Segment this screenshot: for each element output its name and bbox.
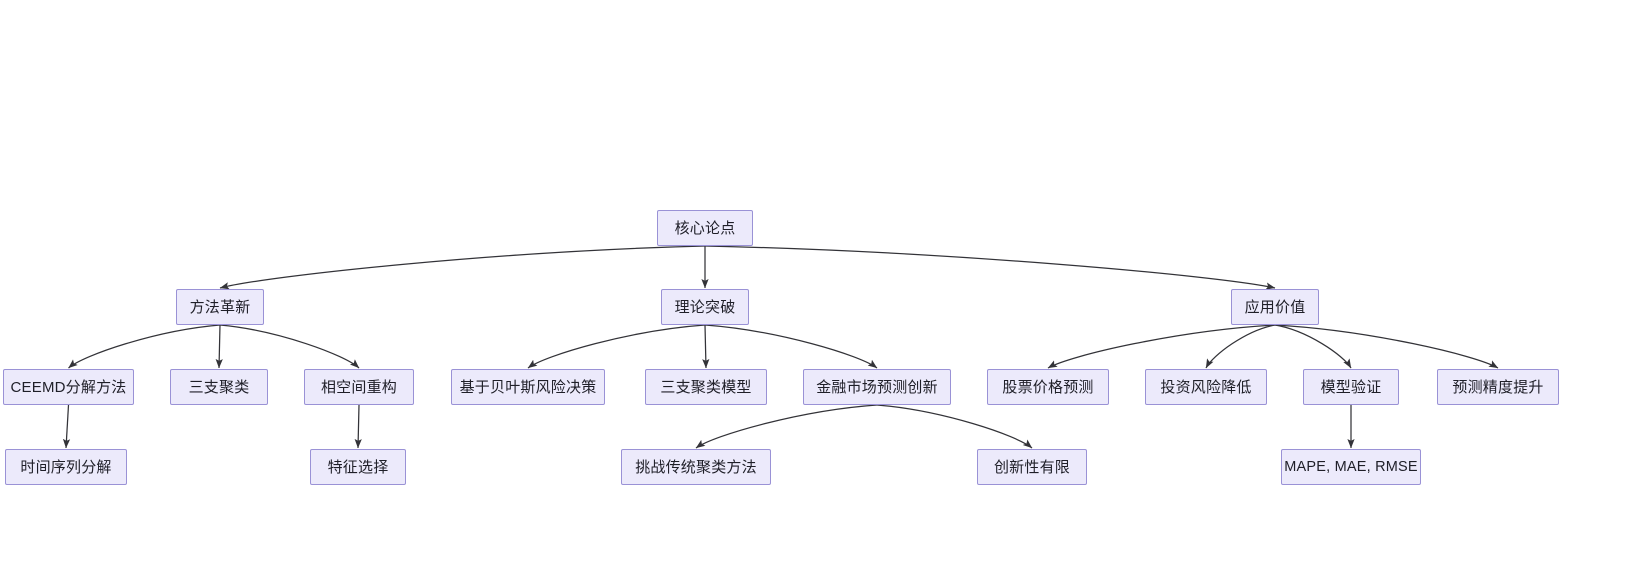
node-l2b[interactable]: 理论突破 bbox=[661, 289, 749, 325]
node-label: CEEMD分解方法 bbox=[10, 378, 127, 396]
node-label: 三支聚类 bbox=[188, 378, 250, 396]
node-label: 核心论点 bbox=[674, 219, 736, 237]
node-l3c3[interactable]: 模型验证 bbox=[1303, 369, 1399, 405]
edge-l2c-to-l3c4 bbox=[1274, 324, 1499, 369]
edge-l2a-to-l3a1 bbox=[68, 324, 221, 369]
node-l2a[interactable]: 方法革新 bbox=[176, 289, 264, 325]
edge-l2c-to-l3c3 bbox=[1274, 324, 1352, 369]
node-l3c2[interactable]: 投资风险降低 bbox=[1145, 369, 1267, 405]
node-label: 方法革新 bbox=[189, 298, 251, 316]
node-label: 特征选择 bbox=[327, 458, 389, 476]
edge-l2a-to-l3a2 bbox=[215, 324, 223, 369]
node-l3b2[interactable]: 三支聚类模型 bbox=[645, 369, 767, 405]
node-root[interactable]: 核心论点 bbox=[657, 210, 753, 246]
edge-root-to-l2a bbox=[219, 245, 706, 290]
node-l3c1[interactable]: 股票价格预测 bbox=[987, 369, 1109, 405]
node-l3b1[interactable]: 基于贝叶斯风险决策 bbox=[451, 369, 605, 405]
node-label: 相空间重构 bbox=[320, 378, 397, 396]
node-l3c4[interactable]: 预测精度提升 bbox=[1437, 369, 1559, 405]
node-l4c[interactable]: 挑战传统聚类方法 bbox=[621, 449, 771, 485]
node-label: 创新性有限 bbox=[993, 458, 1070, 476]
node-l4a[interactable]: 时间序列分解 bbox=[5, 449, 127, 485]
node-l4e[interactable]: MAPE, MAE, RMSE bbox=[1281, 449, 1421, 485]
edge-l2a-to-l3a3 bbox=[219, 324, 360, 369]
node-l2c[interactable]: 应用价值 bbox=[1231, 289, 1319, 325]
edge-l3a3-to-l4b bbox=[354, 404, 362, 449]
edge-l3b3-to-l4d bbox=[876, 404, 1033, 449]
node-label: 挑战传统聚类方法 bbox=[635, 458, 757, 476]
node-label: 基于贝叶斯风险决策 bbox=[459, 378, 597, 396]
node-label: 投资风险降低 bbox=[1160, 378, 1252, 396]
edge-l2c-to-l3c2 bbox=[1205, 324, 1276, 369]
edge-l2b-to-l3b1 bbox=[527, 324, 706, 369]
node-label: 时间序列分解 bbox=[20, 458, 112, 476]
edge-l3a1-to-l4a bbox=[62, 404, 71, 449]
node-label: 理论突破 bbox=[674, 298, 736, 316]
node-label: 预测精度提升 bbox=[1452, 378, 1544, 396]
edge-l2b-to-l3b2 bbox=[702, 324, 710, 369]
node-l3a3[interactable]: 相空间重构 bbox=[304, 369, 414, 405]
node-label: 三支聚类模型 bbox=[660, 378, 752, 396]
node-l3a2[interactable]: 三支聚类 bbox=[170, 369, 268, 405]
node-label: MAPE, MAE, RMSE bbox=[1284, 458, 1418, 475]
node-label: 模型验证 bbox=[1320, 378, 1382, 396]
node-l3b3[interactable]: 金融市场预测创新 bbox=[803, 369, 951, 405]
node-label: 金融市场预测创新 bbox=[816, 378, 938, 396]
node-label: 股票价格预测 bbox=[1002, 378, 1094, 396]
edge-l2c-to-l3c1 bbox=[1047, 324, 1276, 369]
edge-l3b3-to-l4c bbox=[695, 404, 878, 449]
node-l4d[interactable]: 创新性有限 bbox=[977, 449, 1087, 485]
node-l4b[interactable]: 特征选择 bbox=[310, 449, 406, 485]
edge-root-to-l2c bbox=[704, 245, 1276, 290]
node-l3a1[interactable]: CEEMD分解方法 bbox=[3, 369, 134, 405]
node-label: 应用价值 bbox=[1244, 298, 1306, 316]
edge-l2b-to-l3b3 bbox=[704, 324, 878, 369]
